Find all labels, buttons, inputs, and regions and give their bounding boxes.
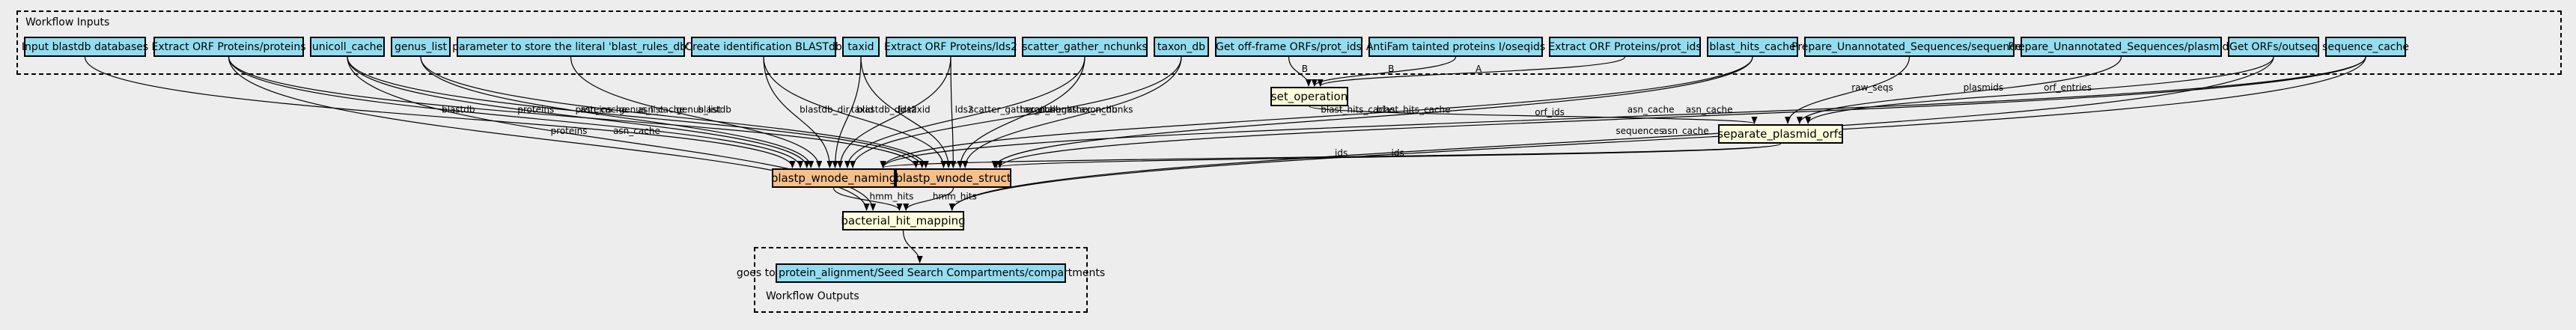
edge-in13-struct	[991, 56, 1753, 168]
input-node-unannotated-sequences[interactable]: Prepare_Unannotated_Sequences/sequences	[1791, 37, 2027, 57]
step-node-bacterial-hit-mapping[interactable]: bacterial_hit_mapping	[841, 211, 966, 230]
input-node-orf-prot-ids[interactable]: Extract ORF Proteins/prot_ids	[1548, 37, 1702, 57]
edge-label: asn_cache	[613, 126, 660, 136]
edge-in1-struct	[228, 56, 919, 168]
input-node-taxon-db[interactable]: taxon_db	[1154, 37, 1209, 57]
edge-label: A	[1476, 64, 1482, 74]
edge-label: asn_cache	[1662, 126, 1709, 136]
workflow-outputs-title: Workflow Outputs	[766, 290, 859, 302]
edge-in9-naming	[850, 56, 1182, 168]
edge-in16-sep	[1805, 56, 2274, 124]
edge-label: B	[1388, 64, 1394, 74]
edge-in6-naming	[832, 56, 862, 168]
step-node-blastp-wnode-naming[interactable]: blastp_wnode_naming	[771, 168, 896, 188]
edge-label: B	[1302, 64, 1308, 74]
input-node-identification-blastdb[interactable]: Create identification BLASTdb	[685, 37, 842, 57]
edge-label: plasmids	[1964, 82, 2003, 93]
step-node-set-operation[interactable]: set_operation	[1270, 87, 1348, 106]
input-node-orfs-outseq[interactable]: Get ORFs/outseq	[2228, 37, 2319, 57]
edge-label: taxon_db	[1077, 105, 1118, 115]
edge-label: blastdb_dir	[800, 105, 849, 115]
input-node-blast-hits-cache[interactable]: blast_hits_cache	[1707, 37, 1798, 57]
input-node-orf-proteins[interactable]: Extract ORF Proteins/proteins	[152, 37, 306, 57]
edge-in7-naming	[837, 56, 951, 168]
input-node-scatter-gather-nchunks[interactable]: scatter_gather_nchunks	[1022, 37, 1148, 57]
edge-label: hmm_hits	[869, 192, 913, 202]
step-node-blastp-wnode-struct[interactable]: blastp_wnode_struct	[895, 168, 1011, 188]
edge-in5-naming	[763, 56, 833, 168]
edge-in0-naming	[84, 56, 796, 168]
edge-label: asn_cache	[1686, 105, 1733, 115]
edge-in4-naming	[570, 56, 823, 168]
edge-label: blastdb	[698, 105, 731, 115]
edge-in17-mapping	[949, 56, 2366, 211]
edge-in8-struct	[957, 56, 1085, 168]
input-node-orf-lds2[interactable]: Extract ORF Proteins/lds2	[884, 37, 1017, 57]
edge-sep-naming	[880, 143, 1782, 168]
edge-in17-naming	[880, 56, 2366, 168]
edge-label: blastdb_dir	[856, 105, 906, 115]
workflow-inputs-title: Workflow Inputs	[25, 16, 110, 28]
edge-label: orf_ids	[1535, 107, 1565, 117]
edge-in6-struct	[860, 56, 952, 168]
edge-sep-struct	[993, 143, 1782, 168]
edge-naming-mapping	[832, 187, 903, 211]
edge-label: lds2	[898, 105, 917, 115]
input-node-antifam-tainted[interactable]: AntiFam tainted proteins I/oseqids	[1366, 37, 1545, 57]
input-node-taxid[interactable]: taxid	[842, 37, 880, 57]
edge-label: raw_seqs	[1851, 82, 1893, 93]
edge-label: asn_cache	[638, 105, 685, 115]
edge-struct-mapping	[903, 187, 954, 211]
edge-in16-mapping	[949, 56, 2274, 211]
output-node-compartments[interactable]: goes to protein_alignment/Seed Search Co…	[737, 263, 1105, 283]
input-node-genus-list[interactable]: genus_list	[391, 37, 451, 57]
edge-label: genus_list	[676, 105, 721, 115]
edge-in3-naming	[420, 56, 814, 168]
edge-in2-struct	[347, 56, 925, 168]
edge-in7-struct	[950, 56, 957, 168]
edge-label: orf_entries	[2044, 82, 2092, 93]
edge-in1-naming	[228, 56, 803, 168]
edge-label: scatter_gather_nchunks	[969, 105, 1077, 115]
edge-in10-setop	[1288, 56, 1312, 87]
edge-in5-struct	[763, 56, 947, 168]
input-node-unicoll-cache[interactable]: unicoll_cache	[310, 37, 385, 57]
edge-label: asn_cache	[1627, 105, 1675, 115]
edge-label: proteins	[551, 126, 588, 136]
edge-in2-naming	[347, 56, 810, 168]
edge-in3-struct	[420, 56, 929, 168]
edge-label: lds2	[955, 105, 974, 115]
input-node-unannotated-plasmids[interactable]: Prepare_Unannotated_Sequences/plasmids	[2008, 37, 2235, 57]
edge-label: sequences	[1616, 126, 1663, 136]
edge-label: taxid	[851, 105, 874, 115]
step-node-separate-plasmid-orfs[interactable]: separate_plasmid_orfs	[1717, 124, 1844, 144]
edge-in8-naming	[844, 56, 1085, 168]
input-node-blast-rules-db[interactable]: parameter to store the literal 'blast_ru…	[452, 37, 689, 57]
input-node-off-frame-orfs[interactable]: Get off-frame ORFs/prot_ids	[1215, 37, 1362, 57]
edge-in12-setop	[1317, 56, 1626, 87]
input-node-blastdb-databases[interactable]: Input blastdb databases	[22, 37, 148, 57]
workflow-outputs-cluster: Workflow Outputs	[754, 247, 1088, 313]
edge-label: hmm_hits	[933, 192, 977, 202]
edge-in15-sep	[1796, 56, 2122, 124]
edge-in17-struct	[996, 56, 2366, 168]
edge-label: ids	[1392, 148, 1404, 159]
edge-in13-naming	[880, 56, 1753, 168]
workflow-inputs-cluster: Workflow Inputs	[16, 10, 2562, 75]
edge-label: scatter_gather_nchunks	[1026, 105, 1133, 115]
edge-setop-sep	[1309, 106, 1757, 124]
edge-label: taxon_db	[1020, 105, 1062, 115]
edge-in9-struct	[962, 56, 1182, 168]
input-node-sequence-cache[interactable]: sequence_cache	[2322, 37, 2409, 57]
edge-in14-sep	[1785, 56, 1910, 124]
edge-label: proteins	[517, 105, 554, 115]
edge-label: ids	[1335, 148, 1348, 159]
